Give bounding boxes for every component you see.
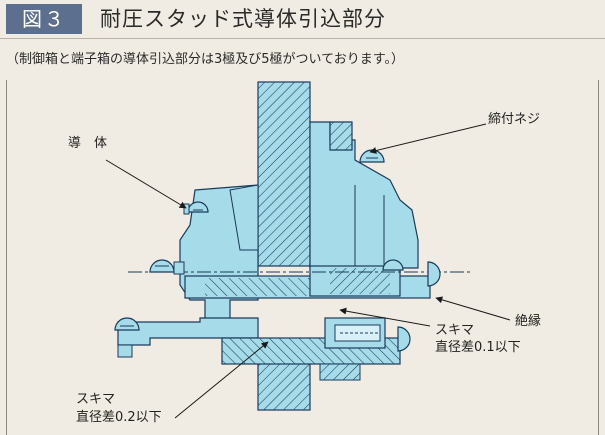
figure-caption: （制御箱と端子箱の導体引込部分は3極及び5極がついております。）: [6, 52, 404, 67]
label-insulation: 絶縁: [515, 314, 542, 329]
header-divider: [0, 38, 605, 39]
figure-number-badge: 図３: [6, 4, 82, 34]
label-gap-b-diff: 直径差0.2以下: [76, 410, 162, 425]
figure-header: 図３ 耐圧スタッド式導体引込部分: [0, 0, 605, 38]
leader-gap-01: [339, 307, 431, 327]
leader-insulation: [435, 296, 511, 321]
figure-title: 耐圧スタッド式導体引込部分: [100, 7, 386, 31]
left-shaft-screw: [149, 259, 185, 275]
label-gap-b: スキマ: [76, 392, 116, 407]
lower-right-screw: [397, 326, 411, 352]
label-clamp-screw: 締付ネジ: [488, 112, 541, 127]
conductor-stud: [184, 265, 431, 299]
label-conductor: 導 体: [68, 136, 108, 151]
frame-right-edge: [598, 80, 599, 435]
label-gap-a-diff: 直径差0.1以下: [435, 340, 521, 355]
lower-bar-screw: [114, 317, 140, 358]
leader-gap-02: [174, 341, 269, 419]
leader-clamp-screw: [369, 123, 487, 154]
wall-plate: [257, 81, 311, 411]
flange-body: [309, 121, 419, 269]
leader-conductor: [105, 159, 187, 209]
right-shaft-screw: [382, 259, 441, 287]
top-conductor-screw: [183, 201, 209, 215]
lower-stud-assembly: [221, 317, 401, 381]
label-gap-a: スキマ: [435, 323, 475, 338]
frame-left-edge: [6, 80, 7, 435]
